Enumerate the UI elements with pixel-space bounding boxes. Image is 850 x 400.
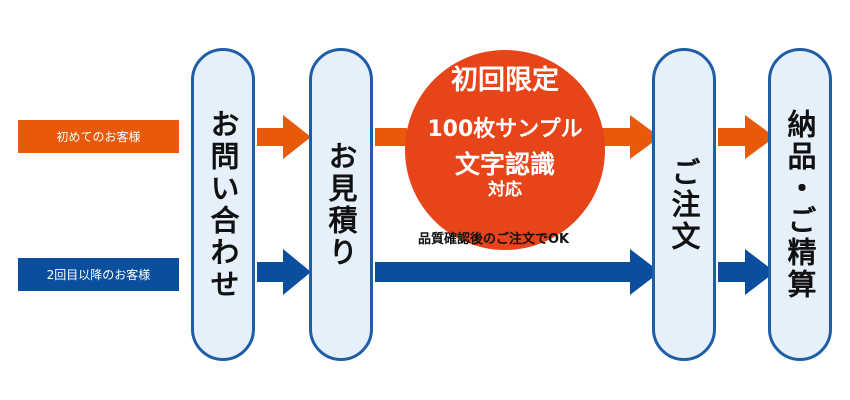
quality-check-note: 品質確認後のご注文でOK bbox=[418, 232, 570, 247]
arrow-order-to-delivery-repeat bbox=[718, 249, 775, 295]
repeat-customer-label: 2回目以降のお客様 bbox=[18, 258, 179, 291]
first-time-customer-label: 初めてのお客様 bbox=[18, 120, 179, 153]
arrow-inquiry-to-estimate-repeat bbox=[257, 249, 311, 295]
arrow-order-to-delivery-first bbox=[718, 115, 775, 159]
step-inquiry-label: お問い合わせ bbox=[206, 108, 240, 301]
promo-sample-offer: 100枚サンプル bbox=[427, 117, 583, 142]
step-delivery: 納品・ご精算 bbox=[768, 48, 832, 361]
promo-title: 初回限定 bbox=[451, 65, 559, 96]
step-inquiry: お問い合わせ bbox=[191, 48, 255, 361]
arrow-promo-to-order-first bbox=[600, 115, 660, 159]
promo-badge: 初回限定 100枚サンプル 文字認識 対応 bbox=[405, 50, 605, 250]
step-delivery-label: 納品・ご精算 bbox=[783, 108, 817, 301]
promo-supported: 対応 bbox=[488, 180, 522, 200]
arrow-estimate-to-order-repeat bbox=[375, 249, 660, 295]
step-estimate: お見積り bbox=[309, 48, 373, 361]
promo-ocr: 文字認識 bbox=[454, 150, 555, 179]
step-order-label: ご注文 bbox=[667, 156, 701, 253]
step-estimate-label: お見積り bbox=[324, 140, 358, 269]
arrow-estimate-to-promo-first bbox=[375, 128, 407, 146]
arrow-inquiry-to-estimate-first bbox=[257, 115, 311, 159]
step-order: ご注文 bbox=[652, 48, 716, 361]
